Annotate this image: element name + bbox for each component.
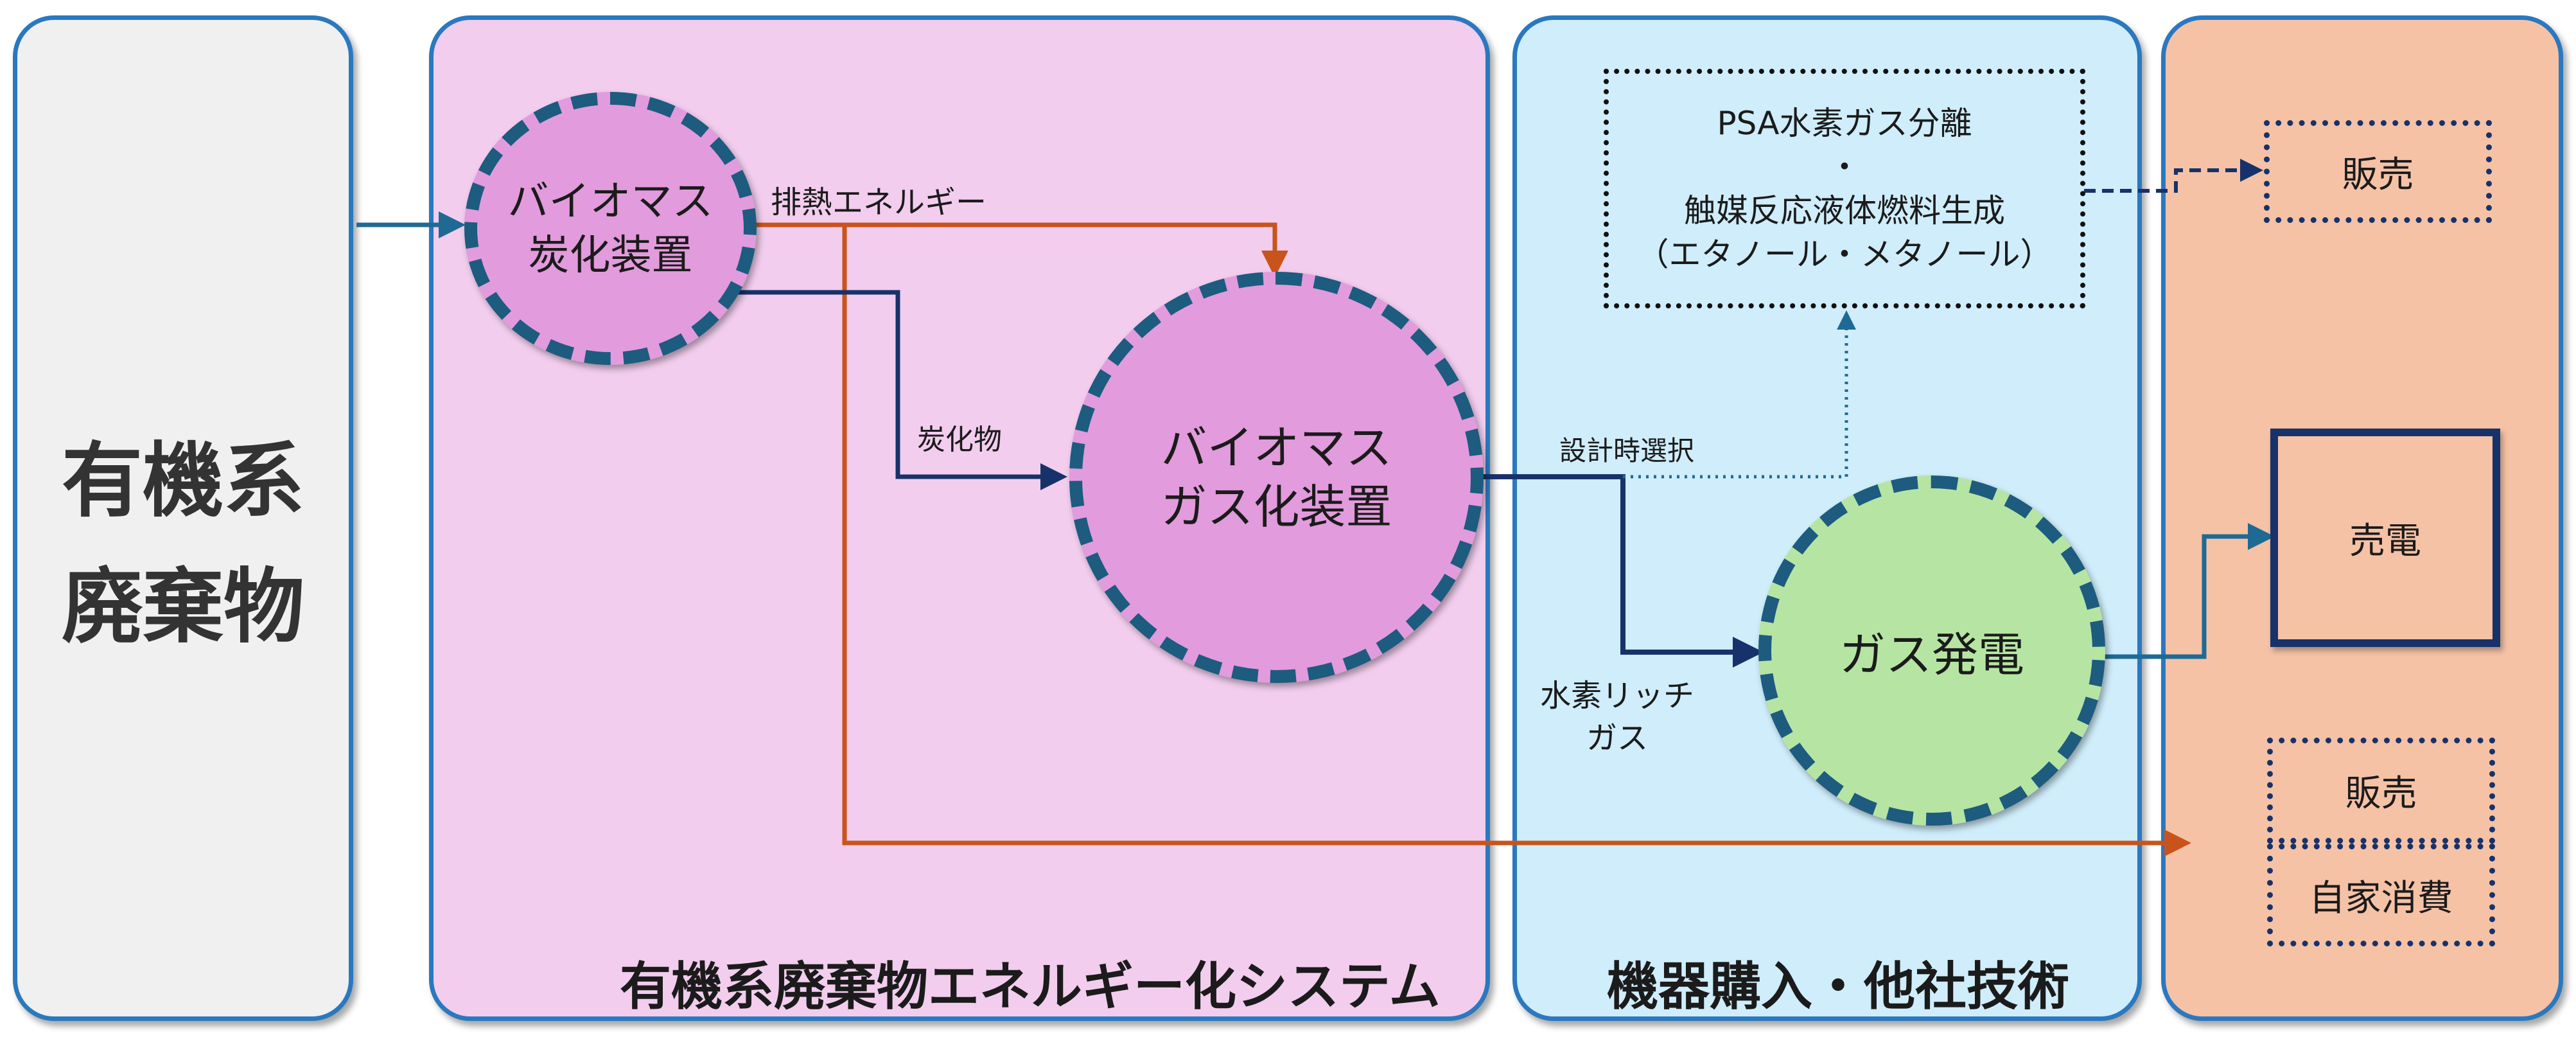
power-sale-box: 売電 <box>2270 429 2500 647</box>
hydrogen-gas-label: 水素リッチ ガス <box>1540 678 1695 756</box>
purchase-title: 機器購入・他社技術 <box>1607 957 2069 1016</box>
self-use-label: 自家消費 <box>2309 877 2453 919</box>
gasifier-label: バイオマス ガス化装置 <box>1161 421 1392 534</box>
system-title: 有機系廃棄物エネルギー化システム <box>620 957 1441 1016</box>
sale-bottom-label: 販売 <box>2345 773 2417 815</box>
gas-power-node: ガス発電 <box>1758 475 2105 826</box>
psa-box: PSA水素ガス分離 ・ 触媒反応液体燃料生成 （エタノール・メタノール） <box>1604 69 2085 308</box>
arrow-design-choice <box>1623 310 1856 479</box>
carbonizer-label: バイオマス 炭化装置 <box>507 177 714 279</box>
carbonizer-node: バイオマス 炭化装置 <box>464 92 757 365</box>
arrow-hydrogen-gas <box>1480 474 1764 668</box>
sale-top-label: 販売 <box>2342 154 2414 196</box>
gas-power-label: ガス発電 <box>1839 628 2024 682</box>
sale-top-box: 販売 <box>2264 120 2492 223</box>
arrow-power-to-sale <box>2100 523 2275 659</box>
gasifier-node: バイオマス ガス化装置 <box>1069 272 1484 683</box>
arrow-char <box>723 290 1067 490</box>
arrow-heat-to-outputs <box>842 225 2191 856</box>
power-sale-label: 売電 <box>2349 520 2421 562</box>
char-label: 炭化物 <box>917 423 1002 456</box>
arrow-psa-to-sale <box>2084 159 2263 193</box>
source-panel: 有機系 廃棄物 <box>13 15 353 1021</box>
design-choice-label: 設計時選択 <box>1559 435 1695 466</box>
sale-bottom-box: 販売 <box>2267 738 2495 844</box>
psa-label: PSA水素ガス分離 ・ 触媒反応液体燃料生成 （エタノール・メタノール） <box>1636 104 2053 273</box>
arrow-waste-heat <box>755 222 1288 278</box>
self-use-box: 自家消費 <box>2267 844 2495 946</box>
waste-heat-label: 排熱エネルギー <box>771 184 987 220</box>
source-title: 有機系 廃棄物 <box>62 434 304 654</box>
